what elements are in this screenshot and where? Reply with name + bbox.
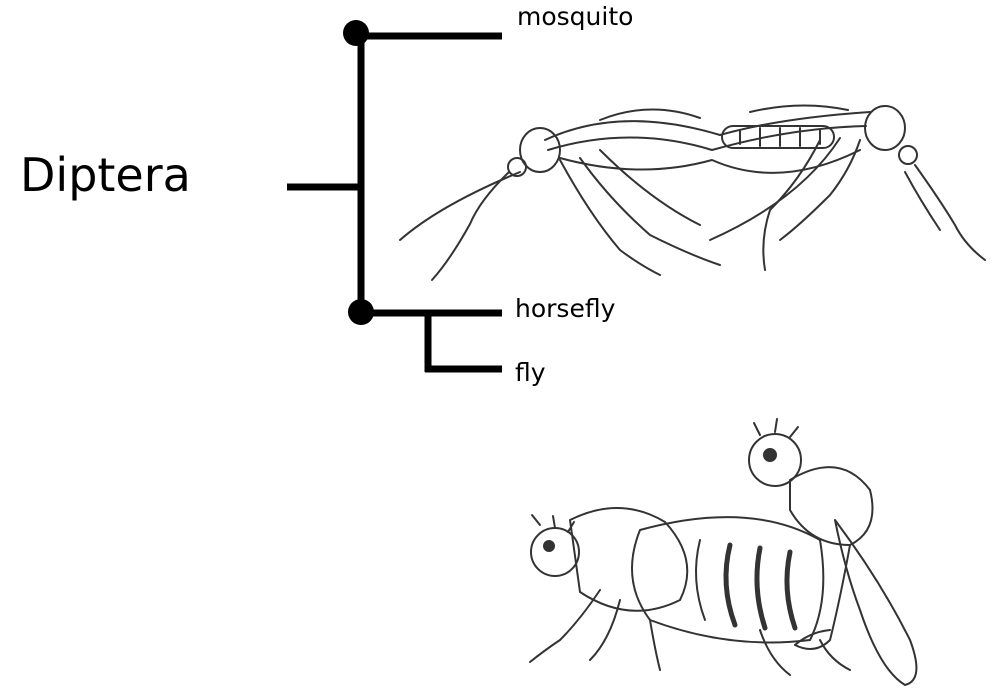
leaf-label-fly: fly <box>515 358 546 387</box>
fly-illustration <box>530 419 916 685</box>
node-marker-bottom <box>348 299 374 325</box>
mosquito-illustration <box>400 105 985 280</box>
leaf-label-horsefly: horsefly <box>515 294 615 323</box>
root-label: Diptera <box>20 148 191 202</box>
tree-branches <box>287 28 502 372</box>
node-marker-top <box>343 20 369 46</box>
leaf-label-mosquito: mosquito <box>517 2 633 31</box>
